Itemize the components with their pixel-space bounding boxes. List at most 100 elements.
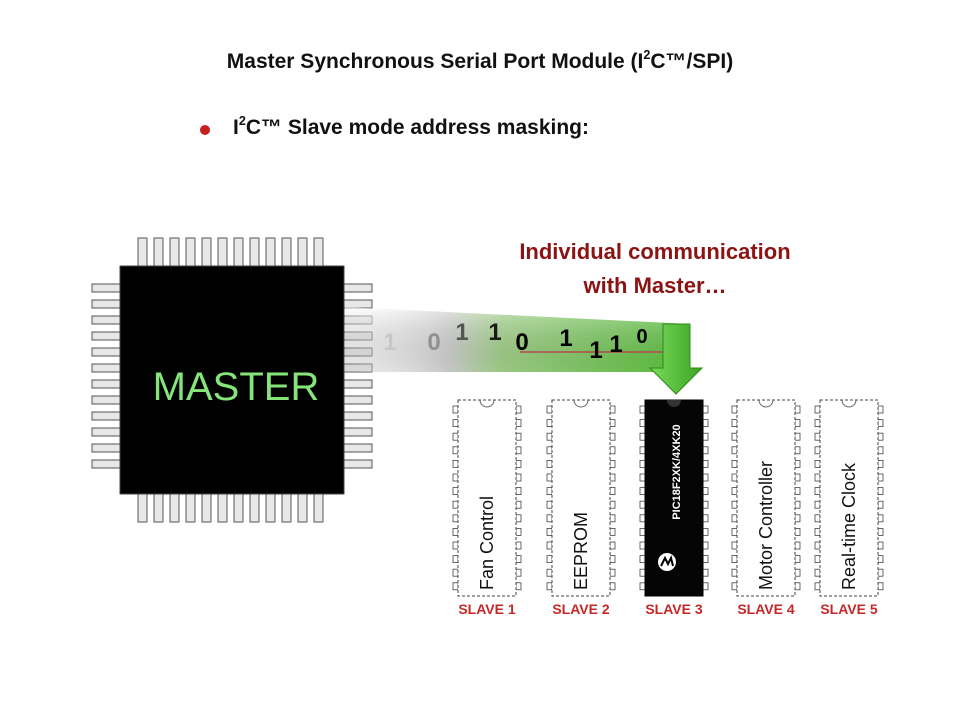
slave-pin (452, 446, 459, 455)
slave-pin (814, 487, 821, 496)
slave-pin (609, 405, 616, 414)
slave-pin (609, 487, 616, 496)
master-pin-bottom (297, 493, 308, 523)
master-pin-bottom (233, 493, 244, 523)
bit-value: 1 (455, 319, 468, 346)
master-pin-right (343, 459, 373, 469)
slave-pin (546, 555, 553, 563)
master-pin-right (343, 379, 373, 389)
slave-chip-body (551, 399, 611, 597)
slave-pin (452, 432, 459, 441)
slave-pin (546, 487, 553, 496)
bit-value: 1 (488, 319, 501, 346)
slave-pin (639, 500, 646, 509)
slave-pin (731, 582, 738, 591)
slave-pin (731, 446, 738, 455)
page-title: Master Synchronous Serial Port Module (I… (226, 48, 734, 73)
slave-pin (515, 582, 522, 591)
slave-pin (609, 432, 616, 441)
slave-pin (702, 555, 709, 563)
slave-pin (609, 473, 616, 482)
slave-pin (731, 500, 738, 509)
master-pin-right (343, 427, 373, 437)
slave-pin (452, 459, 459, 468)
slave-pin (877, 405, 884, 414)
master-pin-bottom (249, 493, 260, 523)
slave-pin (452, 582, 459, 591)
slave-pin (731, 405, 738, 414)
master-pin-bottom (185, 493, 196, 523)
slave-label: SLAVE 1 (458, 601, 516, 617)
slave-pin (452, 500, 459, 509)
slave-pin (702, 514, 709, 523)
master-pin-left (91, 331, 121, 341)
slave-pin (609, 568, 616, 577)
slave-name: EEPROM (571, 512, 591, 590)
slave-pin (515, 446, 522, 455)
slave-pin (702, 500, 709, 509)
slave-pin (452, 405, 459, 414)
slave-pin (794, 446, 801, 455)
slave-pin (702, 459, 709, 468)
slave-pin (702, 487, 709, 496)
slave-chip-body (819, 399, 879, 597)
master-pin-bottom (201, 493, 212, 523)
master-pin-left (91, 283, 121, 293)
slave-pin (702, 473, 709, 482)
slave-pin (452, 528, 459, 536)
select-arrow (648, 323, 704, 395)
master-label: MASTER (153, 365, 320, 409)
slave-pin (609, 528, 616, 536)
master-pin-top (169, 237, 180, 267)
slave-pin (814, 419, 821, 428)
slave-pin (639, 514, 646, 523)
slave-pin (731, 432, 738, 441)
slave-pin (877, 500, 884, 509)
slave-pin (702, 446, 709, 455)
slave-pin (546, 500, 553, 509)
master-pin-left (91, 363, 121, 373)
slave-pin (794, 568, 801, 577)
slave-pin (452, 568, 459, 577)
slave-pin (639, 432, 646, 441)
master-pin-left (91, 411, 121, 421)
slave-pin (609, 446, 616, 455)
data-stream-shade (345, 307, 690, 372)
master-pin-left (91, 427, 121, 437)
master-chip (119, 265, 345, 495)
slave-pin (452, 514, 459, 523)
master-pin-left (91, 379, 121, 389)
master-pin-right (343, 411, 373, 421)
bullet-text: I2C™ Slave mode address masking: (233, 114, 589, 139)
master-pin-left (91, 347, 121, 357)
slave-pin (702, 405, 709, 414)
master-pin-right (343, 283, 373, 293)
slave-pin (515, 528, 522, 536)
master-pin-right (343, 299, 373, 309)
chip-marking: PIC18F2XK/4XK20 (671, 424, 683, 519)
chip-notch (479, 399, 495, 408)
slave-pin (515, 487, 522, 496)
slave-pin (794, 582, 801, 591)
slave-pin (877, 541, 884, 550)
slave-pin (452, 541, 459, 550)
bit-value: 0 (515, 329, 528, 356)
slave-pin (794, 473, 801, 482)
slave-pin (639, 555, 646, 563)
slave-pin (515, 514, 522, 523)
slave-chip-body (457, 399, 517, 597)
slave-pin (794, 432, 801, 441)
slave-pin (546, 446, 553, 455)
slave-name: Motor Controller (756, 461, 776, 590)
slave-chip-body (736, 399, 796, 597)
slave-pin (794, 541, 801, 550)
slave-pin (794, 528, 801, 536)
master-pin-bottom (281, 493, 292, 523)
slave-pin (452, 419, 459, 428)
slave-pin (515, 432, 522, 441)
slave-pin (814, 582, 821, 591)
master-pin-left (91, 315, 121, 325)
